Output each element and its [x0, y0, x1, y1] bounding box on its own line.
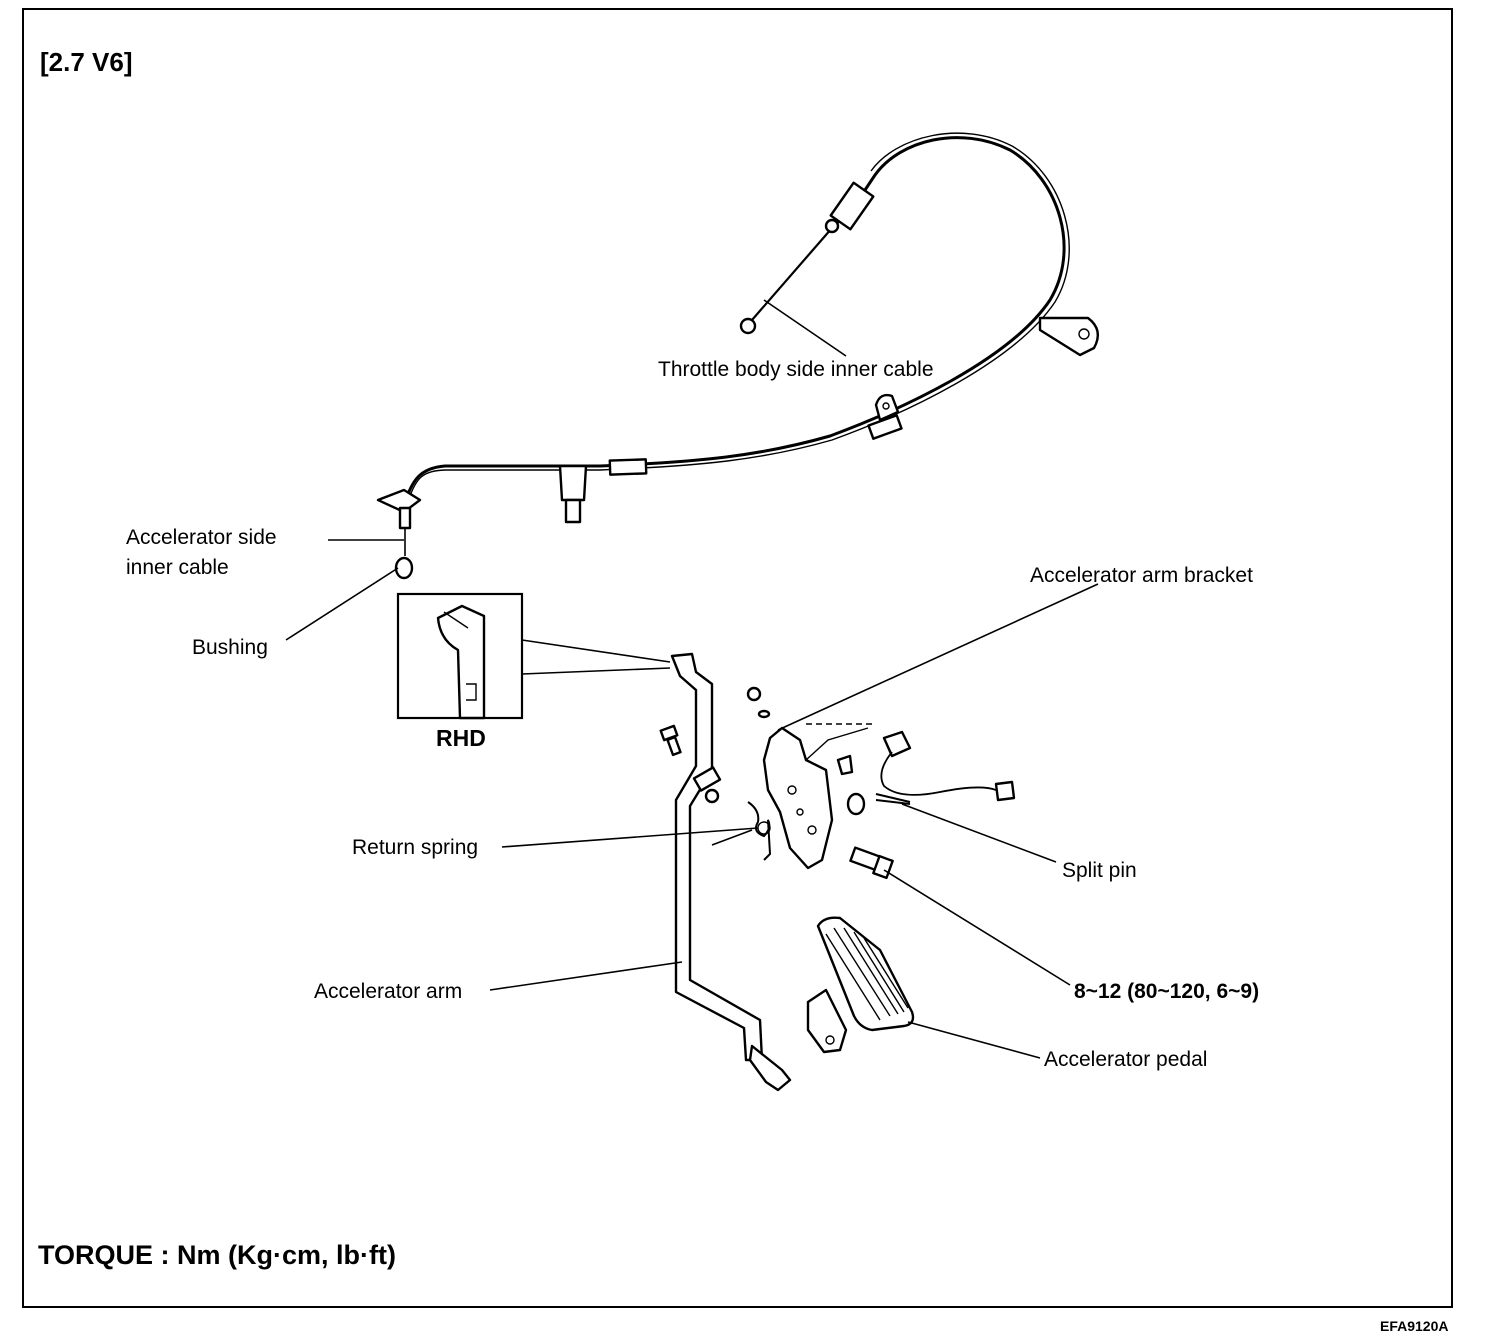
return-spring-label: Return spring — [352, 836, 479, 859]
throttle-cable-assembly — [376, 132, 1100, 556]
bushing-label: Bushing — [192, 636, 268, 659]
engine-variant-label: [2.7 V6] — [40, 47, 133, 77]
throttle-cable-label: Throttle body side inner cable — [658, 358, 934, 381]
accel-arm-label: Accelerator arm — [314, 980, 463, 1003]
accelerator-arm-part — [670, 652, 792, 1092]
rhd-inset-label: RHD — [436, 725, 486, 751]
figure-code: EFA9120A — [1380, 1318, 1449, 1334]
pedal-bolt-part — [849, 846, 894, 880]
accel-pedal-label: Accelerator pedal — [1044, 1048, 1208, 1071]
split-pin-part — [875, 793, 911, 805]
bushing-part — [394, 556, 414, 580]
torque-spec-label: 8~12 (80~120, 6~9) — [1074, 980, 1260, 1003]
torque-units-note: TORQUE : Nm (Kg·cm, lb·ft) — [38, 1240, 396, 1270]
accel-side-cable-label-line2: inner cable — [126, 556, 229, 579]
arm-bracket-label: Accelerator arm bracket — [1030, 564, 1253, 587]
leader-lines — [285, 299, 1099, 1059]
accel-side-cable-label-line1: Accelerator side — [126, 526, 277, 549]
split-pin-label: Split pin — [1062, 859, 1137, 882]
accelerator-arm-bracket-part — [762, 726, 869, 870]
diagram-frame — [22, 8, 1453, 1308]
rhd-inset — [396, 592, 671, 720]
accelerator-pedal-part — [806, 916, 915, 1054]
stop-switch-part — [880, 730, 1016, 802]
bolt-part — [659, 724, 682, 757]
